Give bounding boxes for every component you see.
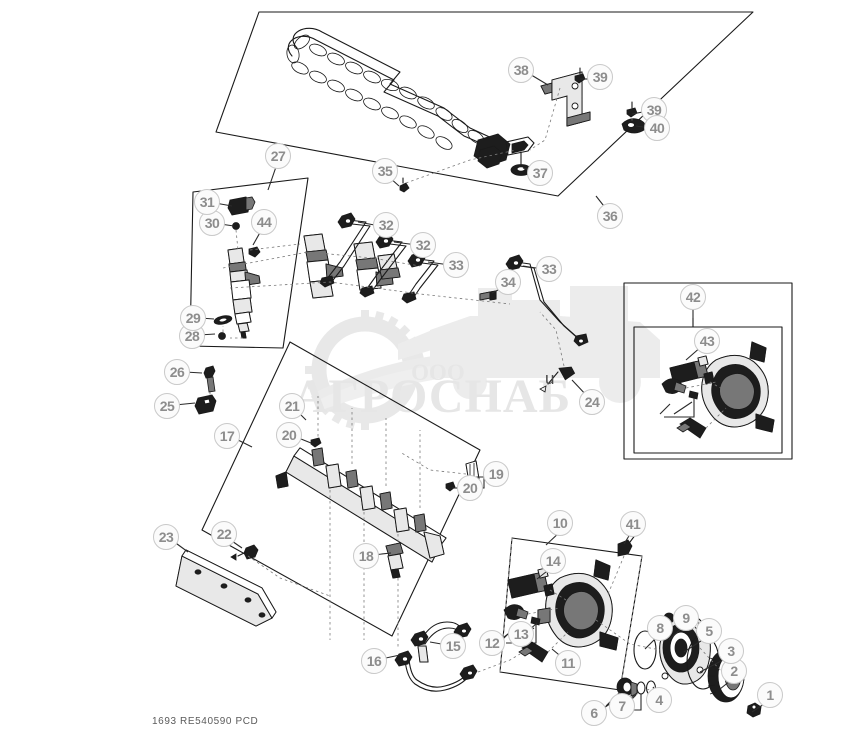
callout-43: 43 (694, 328, 720, 354)
part-8-oring (633, 630, 657, 670)
injector-panel (189, 177, 309, 349)
callout-9: 9 (673, 605, 699, 631)
part-44-clip (248, 246, 261, 258)
callout-33: 33 (443, 252, 469, 278)
part-31-connector (227, 196, 256, 216)
callout-29: 29 (180, 305, 206, 331)
part-22-bolt (230, 544, 259, 561)
part-26-bolt (203, 365, 216, 393)
part-32-line-a (319, 212, 371, 288)
callout-18: 18 (353, 543, 379, 569)
callout-38: 38 (508, 57, 534, 83)
part-14-actuator (507, 567, 555, 599)
callout-36: 36 (597, 203, 623, 229)
part-18-valve (385, 542, 404, 579)
callout-26: 26 (164, 359, 190, 385)
part-39-screw-lower (626, 101, 638, 118)
part-29-seal (213, 315, 233, 325)
part-24-screw (539, 366, 576, 393)
part-1-nut (746, 702, 762, 718)
callout-40: 40 (644, 115, 670, 141)
callout-20: 20 (276, 422, 302, 448)
part-20-screw-left (310, 437, 322, 448)
callout-24: 24 (579, 389, 605, 415)
part-15-line (410, 621, 472, 663)
part-28-pin (218, 332, 226, 340)
part-35-screw (399, 177, 410, 193)
part-7-bushing (616, 677, 638, 697)
callout-19: 19 (483, 461, 509, 487)
callout-44: 44 (251, 209, 277, 235)
part-38-bracket (540, 71, 591, 127)
callout-23: 23 (153, 524, 179, 550)
callout-17: 17 (214, 423, 240, 449)
harness-panel (215, 11, 754, 197)
part-42-pump-assembly (701, 341, 775, 433)
part-39-screw-upper (574, 67, 586, 84)
callout-3: 3 (718, 638, 744, 664)
callout-21: 21 (279, 393, 305, 419)
callout-32: 32 (373, 212, 399, 238)
callout-42: 42 (680, 284, 706, 310)
callout-25: 25 (154, 393, 180, 419)
callout-10: 10 (547, 510, 573, 536)
part-33-line-b (505, 254, 589, 347)
injector-row (303, 233, 401, 299)
callout-7: 7 (609, 693, 635, 719)
part-16-line (394, 650, 521, 692)
part-27-injector (227, 247, 261, 339)
part-12-sensor (503, 604, 529, 620)
pump-detail-inset (623, 282, 793, 460)
callout-6: 6 (581, 700, 607, 726)
callout-27: 27 (265, 143, 291, 169)
callout-13: 13 (508, 621, 534, 647)
rail-panel (201, 341, 485, 648)
part-11-bolt-inset (676, 417, 707, 439)
wiring-harness-38 (286, 27, 535, 169)
part-40-clamp (621, 118, 646, 134)
callout-39: 39 (587, 64, 613, 90)
callout-32: 32 (410, 232, 436, 258)
callout-33: 33 (536, 256, 562, 282)
callout-16: 16 (361, 648, 387, 674)
callout-8: 8 (647, 615, 673, 641)
callout-34: 34 (495, 269, 521, 295)
callout-14: 14 (540, 548, 566, 574)
callout-37: 37 (527, 160, 553, 186)
part-23-bracket (175, 549, 277, 627)
callout-11: 11 (555, 650, 581, 676)
callout-41: 41 (620, 511, 646, 537)
callout-20: 20 (457, 475, 483, 501)
part-6-washer (636, 681, 646, 695)
drawing-caption: 1693 RE540590 PCD (152, 716, 259, 727)
callout-12: 12 (479, 630, 505, 656)
part-20-screw-right (445, 481, 456, 492)
part-13-screw (530, 616, 541, 626)
callout-31: 31 (194, 189, 220, 215)
watermark-agrosnab: АГРОСНАБ (293, 370, 572, 423)
part-41-bolt (617, 533, 637, 557)
callout-5: 5 (696, 618, 722, 644)
letter-u-marker: u (545, 369, 554, 388)
part-13-screw-inset (688, 390, 699, 400)
callout-35: 35 (372, 158, 398, 184)
agrosnab-watermark: ООО АГРОСНАБ (293, 286, 660, 430)
part-12-sensor-inset (661, 378, 687, 394)
callout-15: 15 (440, 633, 466, 659)
part-10-pump-body (537, 559, 619, 651)
pump-panel (499, 533, 643, 691)
part-34-fitting (479, 290, 497, 301)
part-25-clip (194, 394, 217, 415)
callout-4: 4 (646, 687, 672, 713)
watermark-ooo: ООО (411, 360, 465, 385)
callout-1: 1 (757, 682, 783, 708)
part-21-fuel-rail (275, 447, 447, 563)
callout-22: 22 (211, 521, 237, 547)
